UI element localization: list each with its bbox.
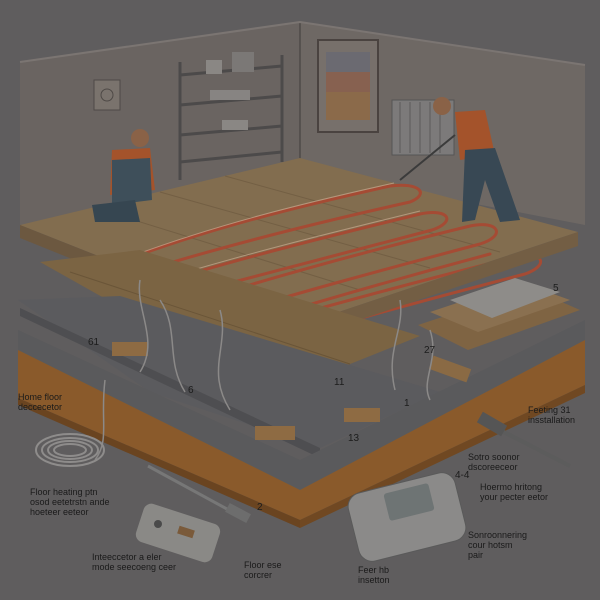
callout-61: 61 — [88, 337, 100, 348]
callout-44: 4-4 — [455, 470, 470, 481]
callout-5: 5 — [553, 283, 559, 294]
label-floor-sensor: Floor ese corcrer — [244, 560, 282, 580]
callout-11: 11 — [334, 377, 345, 388]
material-stack — [418, 278, 580, 350]
electrical-outlet-icon — [93, 79, 121, 111]
callout-6: 6 — [188, 385, 194, 396]
callout-2: 2 — [257, 502, 263, 513]
base-foundation-layer — [18, 340, 585, 520]
label-sonro: Sonroonnering cour hotsm pair — [468, 530, 528, 560]
label-intecector: Inteeccetor a eler mode seecoeng ceer — [92, 552, 177, 572]
thermostat-icon — [347, 472, 467, 562]
label-heating-installation: Feeting 31 insstallation — [528, 405, 576, 425]
label-thermo: Hoermo hritong your pecter eetor — [480, 482, 549, 502]
label-home-floor: Home floor deccecetor — [18, 392, 63, 412]
callout-13: 13 — [348, 433, 360, 444]
label-soro-soonor: Sotro soonor dscoreeceor — [468, 452, 520, 472]
remote-control-icon — [135, 503, 221, 563]
hammer-icon — [476, 411, 571, 468]
worker-right — [399, 97, 520, 222]
worker-left — [92, 129, 155, 222]
callout-27: 27 — [424, 345, 436, 356]
concrete-base-layer — [18, 320, 585, 490]
label-floor-heating: Floor heating ptn osod eetetrstn ande ho… — [30, 487, 110, 517]
metal-shelf — [178, 55, 284, 180]
wood-subfloor-layer — [40, 250, 420, 382]
screwdriver-icon — [147, 464, 251, 524]
left-wall — [20, 22, 300, 225]
insulation-layer — [18, 296, 440, 448]
label-feer-hb: Feer hb insetton — [358, 565, 390, 585]
wall-art-icon — [317, 39, 379, 133]
coiled-cable-icon — [35, 433, 105, 467]
callout-1: 1 — [404, 398, 410, 409]
